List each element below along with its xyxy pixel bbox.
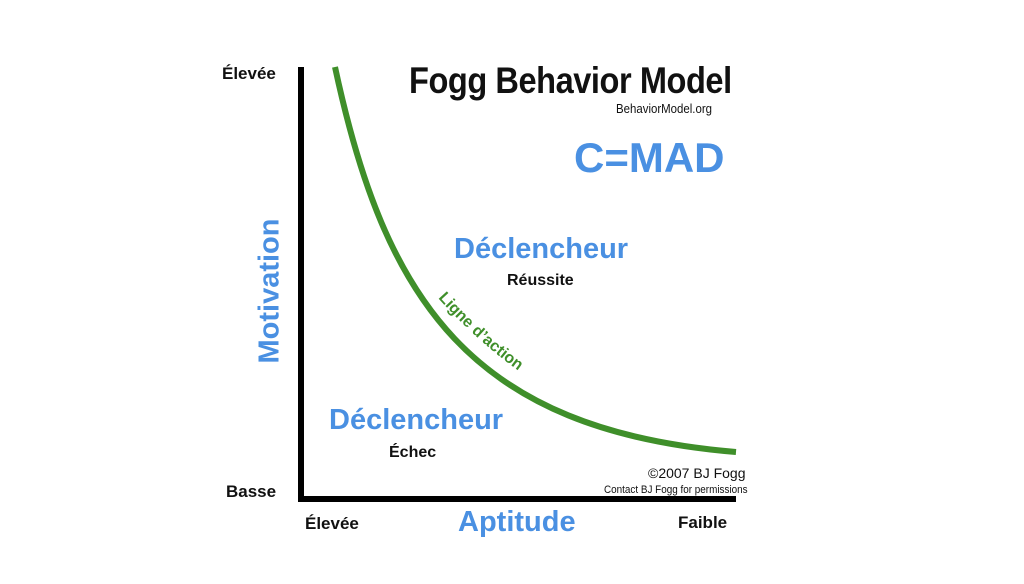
- copyright-label: ©2007 BJ Fogg: [648, 465, 746, 481]
- failure-trigger-label: Déclencheur: [329, 404, 504, 436]
- y-axis-low-label: Basse: [226, 482, 277, 501]
- x-axis-title: Aptitude: [458, 506, 576, 538]
- y-axis-high-label: Élevée: [222, 64, 276, 83]
- action-line-curve: [332, 66, 737, 455]
- x-axis-left-label: Élevée: [305, 514, 359, 533]
- success-trigger-label: Déclencheur: [454, 233, 629, 265]
- y-axis-title: Motivation: [253, 218, 286, 364]
- diagram-title: Fogg Behavior Model: [409, 60, 732, 101]
- formula-label: C=MAD: [574, 134, 725, 181]
- success-outcome-label: Réussite: [507, 272, 574, 289]
- x-axis-right-label: Faible: [678, 513, 728, 532]
- website-label: BehaviorModel.org: [616, 101, 713, 116]
- failure-outcome-label: Échec: [389, 444, 437, 461]
- permissions-label: Contact BJ Fogg for permissions: [604, 484, 748, 496]
